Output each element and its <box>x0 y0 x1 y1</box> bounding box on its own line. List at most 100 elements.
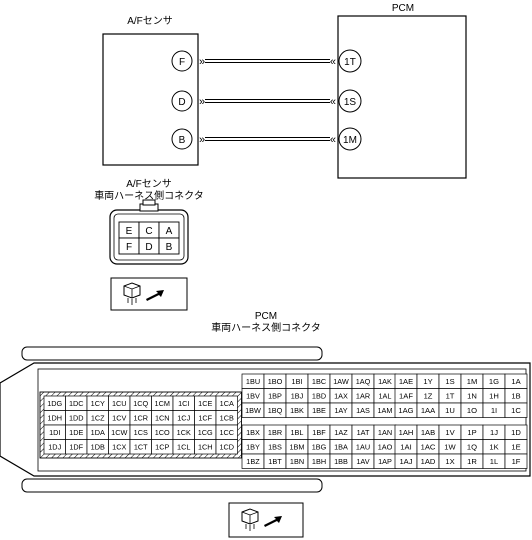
pcm-right-bottom-pin-label: 1Q <box>467 442 477 451</box>
pcm-middle-bottom-pin-label: 1BY <box>246 442 260 451</box>
sensor-connector-pin-label: F <box>126 242 132 253</box>
connector-arrow: » <box>199 134 205 146</box>
pcm-hatched-pin-label: 1CM <box>155 399 170 408</box>
connector-arrow: » <box>199 96 205 108</box>
sensor-title: A/Fセンサ <box>127 15 173 27</box>
sensor-connector-cell <box>158 237 180 255</box>
pcm-hatched-pin-label: 1CI <box>178 399 189 408</box>
sensor-connector-pin-label: D <box>145 242 152 253</box>
pcm-hatched-pin-label: 1DC <box>69 399 84 408</box>
pcm-pin-circle <box>338 49 362 73</box>
sensor-pin-label: B <box>179 135 186 146</box>
connector-arrow: » <box>199 56 205 68</box>
pcm-right-bottom-pin-label: 1X <box>445 457 454 466</box>
pcm-pin-label: 1M <box>343 135 357 146</box>
pcm-pin-circle <box>338 89 362 113</box>
pcm-hatched-pin-label: 1CZ <box>91 413 105 422</box>
pcm-middle-bottom-pin-label: 1AT <box>357 428 370 437</box>
pcm-middle-top-pin-label: 1BD <box>312 391 326 400</box>
pcm-middle-top-pin-label: 1AY <box>334 406 347 415</box>
wire-rows: F»«1TD»«1SB»«1M <box>171 49 362 151</box>
pcm-right-top-pin-label: 1H <box>489 391 499 400</box>
pcm-right-bottom-pin-label: 1E <box>511 442 520 451</box>
pcm-hatched-pin-label: 1CK <box>177 428 191 437</box>
pcm-middle-bottom-pin-label: 1BF <box>312 428 326 437</box>
sensor-pin-circle <box>171 90 193 112</box>
sensor-pin-circle <box>171 128 193 150</box>
pcm-right-top-pin-label: 1Z <box>424 391 433 400</box>
pcm-right-top-pin-label: 1T <box>446 391 455 400</box>
pcm-middle-bottom-pin-label: 1BG <box>312 442 327 451</box>
pcm-right-top-pin-label: 1I <box>491 406 497 415</box>
pcm-middle-top-pin-label: 1AK <box>378 377 392 386</box>
pcm-hatched-pin-label: 1DA <box>91 428 105 437</box>
pcm-hatched-pin-label: 1CB <box>220 413 234 422</box>
pcm-middle-bottom-pin-label: 1BM <box>289 442 304 451</box>
pcm-middle-bottom-pin-label: 1AP <box>378 457 392 466</box>
pcm-middle-top-pin-label: 1BU <box>246 377 260 386</box>
pcm-middle-bottom-pin-label: 1AV <box>356 457 369 466</box>
pcm-connector-title-1: PCM <box>255 311 277 322</box>
pcm-right-bottom-pin-label: 1P <box>467 428 476 437</box>
pcm-hatched-pin-label: 1DH <box>47 413 62 422</box>
pcm-right-bottom-pin-label: 1W <box>444 442 456 451</box>
pcm-hatched-pin-label: 1CV <box>112 413 126 422</box>
pcm-right-top-cell <box>504 402 528 418</box>
pcm-middle-top-pin-label: 1AQ <box>356 377 371 386</box>
pcm-middle-bottom-pin-label: 1BH <box>312 457 326 466</box>
pcm-right-bottom-pin-label: 1AH <box>399 428 414 437</box>
sensor-connector-pin-label: C <box>145 226 152 237</box>
sensor-connector-pin-label: B <box>166 242 173 253</box>
pcm-right-top-pin-label: 1AF <box>399 391 413 400</box>
pcm-hatched-pin-label: 1CA <box>220 399 234 408</box>
sensor-connector-title-1: A/Fセンサ <box>126 178 172 190</box>
pcm-middle-top-pin-label: 1BQ <box>268 406 283 415</box>
pcm-middle-bottom-pin-label: 1BL <box>291 428 304 437</box>
pcm-middle-bottom-pin-label: 1BN <box>290 457 304 466</box>
pcm-hatched-pin-label: 1CF <box>198 413 212 422</box>
pcm-pin-label: 1T <box>344 57 356 68</box>
pcm-right-top-pin-label: 1O <box>467 406 477 415</box>
pcm-hatched-pin-label: 1CW <box>111 428 127 437</box>
pcm-right-top-pin-label: 1Y <box>423 377 432 386</box>
pcm-hatched-pin-label: 1DE <box>69 428 83 437</box>
pcm-pin-circle <box>338 127 362 151</box>
pcm-hatched-pin-label: 1DF <box>69 442 83 451</box>
pcm-middle-top-pin-label: 1BV <box>246 391 260 400</box>
pcm-right-top-pin-label: 1AG <box>398 406 413 415</box>
pcm-middle-bottom-pin-label: 1AZ <box>334 428 348 437</box>
view-direction-icon-pcm <box>228 502 304 538</box>
pcm-right-bottom-pin-label: 1AC <box>421 442 436 451</box>
pcm-right-top-pin-label: 1G <box>489 377 499 386</box>
pcm-right-bottom-pin-label: 1D <box>511 428 521 437</box>
pcm-pin-label: 1S <box>344 97 357 108</box>
pcm-right-bottom-pin-label: 1AI <box>400 442 411 451</box>
pcm-right-top-pin-label: 1U <box>445 406 455 415</box>
view-direction-icon <box>110 277 188 311</box>
pcm-right-top-pin-label: 1S <box>445 377 454 386</box>
pcm-hatched-pin-label: 1CY <box>91 399 105 408</box>
pcm-middle-bottom-pin-label: 1BR <box>268 428 282 437</box>
pcm-right-top-pin-label: 1AE <box>399 377 413 386</box>
pcm-middle-top-pin-label: 1BC <box>312 377 326 386</box>
pcm-right-top-pin-label: 1N <box>467 391 477 400</box>
pcm-hatched-pin-label: 1CH <box>198 442 213 451</box>
pcm-right-bottom-pin-label: 1V <box>445 428 455 437</box>
pcm-middle-bottom-pin-label: 1BX <box>246 428 260 437</box>
pcm-middle-top-pin-label: 1BE <box>312 406 326 415</box>
pcm-hatched-pin-label: 1DI <box>49 428 60 437</box>
pcm-hatched-pin-label: 1DG <box>47 399 62 408</box>
pcm-hatched-pin-label: 1CE <box>198 399 212 408</box>
pcm-right-top-pin-label: 1AA <box>421 406 436 415</box>
pcm-right-bottom-pin-label: 1R <box>467 457 477 466</box>
pcm-hatched-pin-label: 1CN <box>155 413 170 422</box>
pcm-hatched-pin-label: 1CS <box>134 428 148 437</box>
pcm-middle-bottom-pin-label: 1BA <box>334 442 348 451</box>
sensor-connector-pin-label: E <box>126 226 133 237</box>
sensor-connector-title-2: 車両ハーネス側コネクタ <box>94 189 204 202</box>
pcm-middle-top-pin-label: 1AS <box>356 406 370 415</box>
pcm-right-bottom-pin-label: 1F <box>512 457 521 466</box>
pcm-right-top-pin-label: 1A <box>511 377 521 386</box>
